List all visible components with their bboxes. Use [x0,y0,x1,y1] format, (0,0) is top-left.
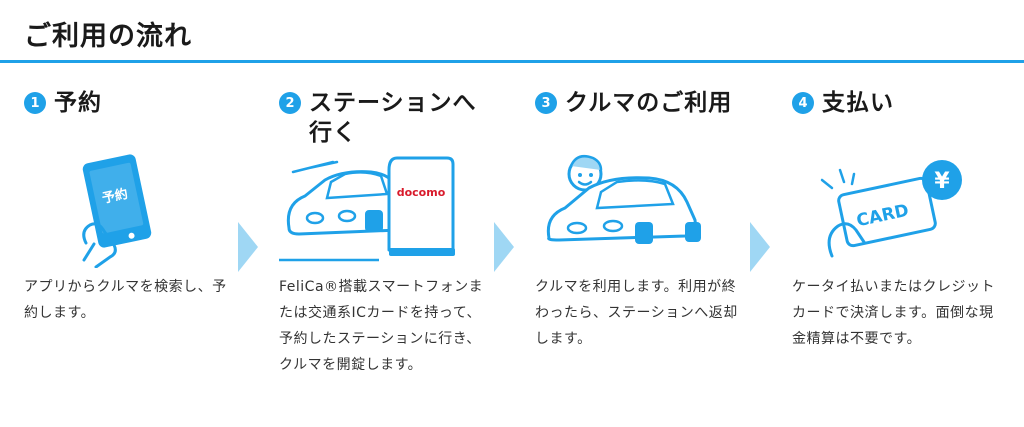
step-number-badge: 2 [279,92,301,114]
card-payment-icon: CARD ¥ [820,160,962,258]
step-title: 予約 [54,90,102,116]
step-arrow-icon [238,222,258,272]
step-description: FeliCa®搭載スマートフォンまたは交通系ICカードを持って、予約したステーシ… [279,279,484,373]
step-arrow-icon [494,222,514,272]
docomo-logo: docomo [397,186,446,199]
step-number-badge: 3 [535,92,557,114]
step-description: クルマを利用します。利用が終わったら、ステーションへ返却します。 [535,279,738,347]
phone-reservation-icon: 予約 [82,154,152,268]
yen-icon: ¥ [934,169,950,194]
step-title: ステーションへ行く [309,90,477,146]
step-description: ケータイ払いまたはクレジットカードで決済します。面倒な現金精算は不要です。 [792,279,995,347]
title-divider [0,60,1024,63]
step-title: 支払い [822,90,894,116]
step-payment: 4 支払い CARD ¥ ケータイ払いまたはクレジットカードで決済します。面倒な… [792,88,1002,347]
step-description: アプリからクルマを検索し、予約します。 [24,279,227,321]
step-go-station: 2 ステーションへ行く docomo FeliCa®搭載スマートフォンまたは交通… [279,88,489,373]
step-reserve: 1 予約 予約 アプリからクルマを検索し、予約します。 [24,88,234,321]
step-number-badge: 1 [24,92,46,114]
page-title: ご利用の流れ [24,21,192,52]
step-use-car: 3 クルマのご利用 クルマを利用します。利用が終わったら、ステーションへ返却しま… [535,88,745,347]
step-number-badge: 4 [792,92,814,114]
phone-label: 予約 [101,186,130,207]
driver-car-icon [546,155,701,244]
step-title: クルマのご利用 [565,90,733,116]
step-arrow-icon [750,222,770,272]
car-station-icon: docomo [279,156,455,262]
